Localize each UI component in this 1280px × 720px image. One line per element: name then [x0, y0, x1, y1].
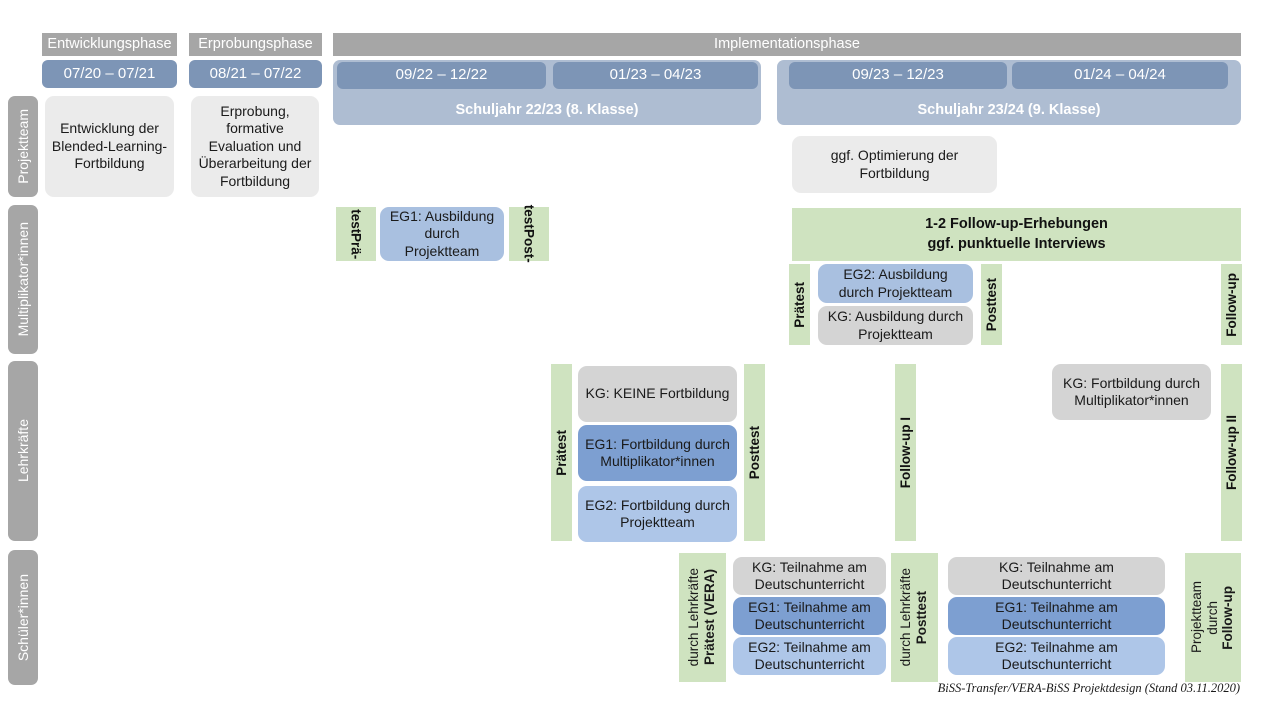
praetest-line-1: Prä- — [348, 232, 364, 260]
projektteam-erprobung-box: Erprobung, formative Evaluation und Über… — [191, 96, 319, 197]
posttest-line-2: test — [521, 205, 537, 230]
lehrkraefte-posttest-strip: Posttest — [744, 364, 765, 541]
period-chip-0123-0423: 01/23 – 04/23 — [553, 62, 758, 89]
schuelerinnen-kg-box-b: KG: Teilnahme am Deutschunterricht — [948, 557, 1165, 595]
posttest-vertical-label: Posttest — [746, 425, 762, 480]
lehrkraefte-followup2-strip: Follow-up II — [1221, 364, 1242, 541]
lehrkraefte-followup1-strip: Follow-up I — [895, 364, 916, 541]
praetest-vera-bold-label: Prätest (VERA) — [702, 569, 717, 666]
followup-banner-line-1: 1-2 Follow-up-Erhebungen — [925, 215, 1108, 232]
source-note: BiSS-Transfer/VERA-BiSS Projektdesign (S… — [860, 681, 1240, 699]
followup-normal-label-1: durch — [1204, 600, 1220, 635]
period-label: 09/23 – 12/23 — [852, 66, 944, 84]
phase-header-label: Entwicklungsphase — [47, 35, 172, 52]
schuelerinnen-praetest-vera-strip: Prätest (VERA) durch Lehrkräfte — [679, 553, 726, 682]
schuelerinnen-eg1-box-a: EG1: Teilnahme am Deutschunterricht — [733, 597, 886, 635]
posttest-vertical-label: Post- test — [521, 205, 537, 263]
period-chip-0923-1223: 09/23 – 12/23 — [789, 62, 1007, 89]
box-text: EG1: Teilnahme am Deutschunterricht — [748, 598, 871, 633]
multiplikatoren-eg2-box: EG2: Ausbildung durch Projektteam — [818, 264, 973, 303]
box-text: EG2: Teilnahme am Deutschunterricht — [748, 638, 871, 673]
box-text: KG: KEINE Fortbildung — [585, 385, 730, 402]
row-label-lehrkraefte: Lehrkräfte — [8, 361, 38, 541]
followup-vertical-label: Follow-up — [1223, 272, 1239, 337]
period-label: 01/24 – 04/24 — [1074, 66, 1166, 84]
followup-banner-line-2: ggf. punktuelle Interviews — [927, 235, 1106, 252]
box-text: EG1: Fortbildung durch Multiplikator*inn… — [585, 435, 730, 470]
school-year-label: Schuljahr 22/23 (8. Klasse) — [455, 102, 639, 119]
posttest-vertical-label: Posttest — [983, 277, 999, 332]
phase-header-label: Implementationsphase — [714, 35, 860, 52]
lehrkraefte-kg-box: KG: KEINE Fortbildung — [578, 366, 737, 422]
row-label-text: Multiplikator*innen — [15, 222, 31, 337]
phase-header-entwicklungsphase: Entwicklungsphase — [42, 33, 177, 56]
schuelerinnen-eg2-box-b: EG2: Teilnahme am Deutschunterricht — [948, 637, 1165, 675]
multiplikatoren-posttest-strip: Post- test — [509, 205, 549, 263]
schuelerinnen-followup-strip: Follow-up durch Projektteam — [1185, 553, 1241, 682]
posttest-line-1: Post- — [521, 229, 537, 263]
schuelerinnen-eg1-box-b: EG1: Teilnahme am Deutschunterricht — [948, 597, 1165, 635]
row-label-text: Lehrkräfte — [15, 419, 31, 483]
followup1-vertical-label: Follow-up I — [897, 416, 913, 489]
school-year-label: Schuljahr 23/24 (9. Klasse) — [917, 102, 1101, 119]
row-label-text: Projektteam — [15, 109, 31, 184]
box-text: EG1: Teilnahme am Deutschunterricht — [995, 598, 1118, 633]
period-label: 01/23 – 04/23 — [609, 66, 702, 84]
box-text: KG: Ausbildung durch Projektteam — [827, 308, 964, 342]
multiplikatoren-posttest2-strip: Posttest — [981, 264, 1002, 345]
period-chip-0821-0722: 08/21 – 07/22 — [189, 60, 322, 88]
row-label-text: Schüler*innen — [15, 573, 31, 662]
box-text: EG1: Ausbildung durch Projektteam — [389, 207, 495, 259]
row-label-schuelerinnen: Schüler*innen — [8, 550, 38, 685]
period-chip-0720-0721: 07/20 – 07/21 — [42, 60, 177, 88]
box-text: Erprobung, formative Evaluation und Über… — [198, 102, 312, 189]
box-text: EG2: Ausbildung durch Projektteam — [838, 266, 953, 300]
posttest-normal-label: durch Lehrkräfte — [898, 568, 914, 667]
box-text: KG: Fortbildung durch Multiplikator*inne… — [1063, 374, 1200, 409]
multiplikatoren-kg-box: KG: Ausbildung durch Projektteam — [818, 306, 973, 345]
followup-bold-label: Follow-up — [1220, 585, 1236, 650]
multiplikatoren-followup-banner: 1-2 Follow-up-Erhebungen ggf. punktuelle… — [792, 208, 1241, 261]
praetest-vertical-label: Prätest — [553, 429, 569, 476]
schuelerinnen-kg-box-a: KG: Teilnahme am Deutschunterricht — [733, 557, 886, 595]
box-text: ggf. Optimierung der Fortbildung — [830, 147, 959, 181]
multiplikatoren-praetest2-strip: Prätest — [789, 264, 810, 345]
multiplikatoren-followup-strip: Follow-up — [1221, 264, 1242, 345]
projektteam-optimierung-box: ggf. Optimierung der Fortbildung — [792, 136, 997, 193]
box-text: EG2: Fortbildung durch Projektteam — [585, 496, 730, 531]
lehrkraefte-praetest-strip: Prätest — [551, 364, 572, 541]
followup2-vertical-label: Follow-up II — [1223, 415, 1239, 490]
praetest-line-2: test — [348, 208, 364, 233]
multiplikatoren-eg1-box: EG1: Ausbildung durch Projektteam — [380, 207, 504, 261]
box-text: EG2: Teilnahme am Deutschunterricht — [995, 638, 1118, 673]
source-note-text: BiSS-Transfer/VERA-BiSS Projektdesign (S… — [937, 681, 1240, 695]
lehrkraefte-eg1-box: EG1: Fortbildung durch Multiplikator*inn… — [578, 425, 737, 481]
period-label: 07/20 – 07/21 — [63, 64, 156, 82]
multiplikatoren-praetest-strip: Prä- test — [336, 207, 376, 261]
lehrkraefte-kg-fortbildung-box: KG: Fortbildung durch Multiplikator*inne… — [1052, 364, 1211, 420]
box-text: Entwicklung der Blended-Learning-Fortbil… — [51, 120, 168, 172]
row-label-projektteam: Projektteam — [8, 96, 38, 197]
phase-header-implementationsphase: Implementationsphase — [333, 33, 1241, 56]
period-label: 09/22 – 12/22 — [395, 66, 488, 84]
followup-normal-label-2: Projektteam — [1188, 581, 1204, 654]
schuelerinnen-eg2-box-a: EG2: Teilnahme am Deutschunterricht — [733, 637, 886, 675]
phase-header-label: Erprobungsphase — [198, 35, 313, 52]
box-text: KG: Teilnahme am Deutschunterricht — [999, 558, 1114, 593]
period-label: 08/21 – 07/22 — [209, 64, 302, 82]
praetest-vertical-label: Prätest — [791, 281, 807, 328]
lehrkraefte-eg2-box: EG2: Fortbildung durch Projektteam — [578, 486, 737, 542]
schuelerinnen-posttest-strip: Posttest durch Lehrkräfte — [891, 553, 938, 682]
posttest-bold-label: Posttest — [914, 590, 929, 645]
period-chip-0124-0424: 01/24 – 04/24 — [1012, 62, 1228, 89]
projektteam-entwicklung-box: Entwicklung der Blended-Learning-Fortbil… — [45, 96, 174, 197]
period-chip-0922-1222: 09/22 – 12/22 — [337, 62, 546, 89]
row-label-multiplikatorinnen: Multiplikator*innen — [8, 205, 38, 354]
phase-header-erprobungsphase: Erprobungsphase — [189, 33, 322, 56]
praetest-vertical-label: Prä- test — [348, 209, 364, 259]
followup-banner-text: 1-2 Follow-up-Erhebungen ggf. punktuelle… — [925, 215, 1108, 254]
praetest-vera-normal-label: durch Lehrkräfte — [686, 568, 702, 667]
box-text: KG: Teilnahme am Deutschunterricht — [752, 558, 867, 593]
